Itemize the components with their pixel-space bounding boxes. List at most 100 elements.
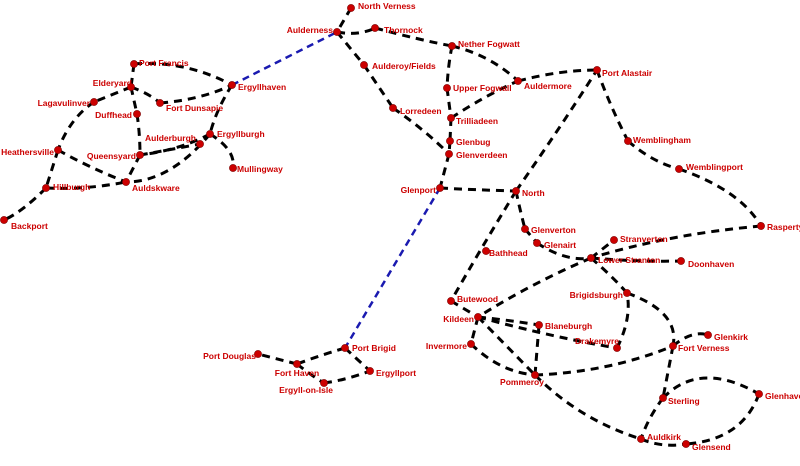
station-marker-pommeroy[interactable]: [531, 371, 539, 379]
station-marker-butewood[interactable]: [447, 297, 455, 305]
rail-line-port-francis-ergyllhaven: [133, 62, 233, 87]
station-marker-port-alastair[interactable]: [593, 66, 601, 74]
station-marker-ergyll-on-isle[interactable]: [320, 379, 328, 387]
station-marker-port-douglas[interactable]: [254, 350, 262, 358]
station-marker-glenport[interactable]: [436, 184, 444, 192]
rail-line-trilliadeen-auldermore: [450, 79, 519, 120]
station-marker-hillburgh[interactable]: [42, 184, 50, 192]
station-label-thornock: Thornock: [384, 25, 423, 35]
station-marker-glenverdeen[interactable]: [445, 150, 453, 158]
station-marker-drakemyre[interactable]: [613, 344, 621, 352]
station-label-blaneburgh: Blaneburgh: [545, 321, 592, 331]
station-label-glenkirk: Glenkirk: [714, 332, 748, 342]
station-marker-duffhead[interactable]: [133, 110, 141, 118]
station-label-nether-fogwatt: Nether Fogwatt: [458, 39, 520, 49]
station-marker-lower-stranton[interactable]: [587, 254, 595, 262]
rail-line-fort-verness-sterling: [661, 345, 675, 399]
rail-line-glenhaven-glensend: [685, 393, 761, 446]
station-marker-auldskware[interactable]: [122, 178, 130, 186]
rail-line-butewood-kildeen: [450, 299, 479, 319]
rail-line-pommeroy-auldkirk: [533, 373, 642, 441]
station-label-port-douglas: Port Douglas: [203, 351, 256, 361]
station-marker-nether-fogwatt[interactable]: [448, 42, 456, 50]
station-marker-port-francis[interactable]: [130, 60, 138, 68]
rail-line-lower-stranton-stranverton: [590, 238, 615, 260]
station-marker-thornock[interactable]: [371, 24, 379, 32]
station-marker-trilliadeen[interactable]: [447, 114, 455, 122]
ferry-line-ergyllhaven-alderness: [231, 30, 338, 87]
station-marker-brigidsburgh[interactable]: [623, 289, 631, 297]
station-label-wemblingport: Wemblingport: [686, 162, 743, 172]
rail-line-north-port-alastair: [514, 69, 599, 192]
station-label-aulderoy-fields: Aulderoy/Fields: [372, 61, 436, 71]
rail-line-elderyard-duffhead: [129, 86, 139, 115]
station-label-mullingway: Mullingway: [237, 164, 283, 174]
station-label-doonhaven: Doonhaven: [688, 259, 734, 269]
station-label-north: North: [522, 188, 545, 198]
station-marker-ergyllhaven[interactable]: [228, 81, 236, 89]
station-marker-elderyard[interactable]: [127, 83, 135, 91]
rail-line-kildeen-invermore: [469, 316, 480, 345]
station-marker-wemblingport[interactable]: [675, 165, 683, 173]
station-marker-lorredeen[interactable]: [389, 104, 397, 112]
station-label-ergyllhaven: Ergyllhaven: [238, 82, 286, 92]
station-marker-raspertyre[interactable]: [757, 222, 765, 230]
station-marker-auldkirk[interactable]: [637, 435, 645, 443]
station-marker-ergyllport[interactable]: [366, 367, 374, 375]
station-marker-north[interactable]: [512, 187, 520, 195]
station-marker-doonhaven[interactable]: [677, 257, 685, 265]
station-label-stranverton: Stranverton: [620, 234, 668, 244]
station-marker-fort-dunsapie[interactable]: [156, 99, 164, 107]
station-label-lagavulinver: Lagavulinver: [38, 98, 91, 108]
station-label-duffhead: Duffhead: [95, 110, 132, 120]
rail-line-wemblingham-wemblingport: [627, 139, 680, 171]
station-marker-wemblingham[interactable]: [624, 137, 632, 145]
station-marker-backport[interactable]: [0, 216, 8, 224]
station-marker-invermore[interactable]: [467, 340, 475, 348]
station-marker-aulderoy-fields[interactable]: [360, 61, 368, 69]
station-marker-upper-fogwall[interactable]: [443, 84, 451, 92]
station-marker-alderness[interactable]: [333, 28, 341, 36]
station-marker-glenbug[interactable]: [446, 137, 454, 145]
rail-line-lower-stranton-kildeen: [477, 256, 592, 319]
rail-line-pommeroy-fort-verness: [534, 344, 674, 377]
station-marker-sterling[interactable]: [659, 394, 667, 402]
rail-line-glenverdeen-glenport: [438, 153, 451, 189]
station-marker-fort-haven[interactable]: [293, 360, 301, 368]
rail-line-alderness-aulderoy-fields: [335, 31, 366, 66]
station-marker-glenverton[interactable]: [521, 225, 529, 233]
station-marker-port-brigid[interactable]: [341, 344, 349, 352]
station-label-lorredeen: Lorredeen: [400, 106, 442, 116]
station-marker-aulderburgh[interactable]: [196, 140, 204, 148]
station-marker-lagavulinver[interactable]: [90, 98, 98, 106]
station-marker-bathhead[interactable]: [482, 247, 490, 255]
rail-line-thornock-nether-fogwatt: [374, 26, 453, 48]
station-marker-heathersville[interactable]: [54, 146, 62, 154]
station-marker-north-verness[interactable]: [347, 4, 355, 12]
station-marker-glenairt[interactable]: [533, 239, 541, 247]
station-marker-queensyard[interactable]: [136, 151, 144, 159]
station-marker-blaneburgh[interactable]: [535, 321, 543, 329]
rail-line-alderness-thornock: [336, 26, 376, 35]
station-label-ergyllport: Ergyllport: [376, 368, 416, 378]
station-label-wemblingham: Wemblingham: [633, 135, 691, 145]
stations-layer: [0, 4, 765, 448]
station-marker-glensend[interactable]: [682, 440, 690, 448]
station-marker-mullingway[interactable]: [229, 164, 237, 172]
station-label-butewood: Butewood: [457, 294, 498, 304]
rail-line-invermore-pommeroy: [469, 342, 536, 377]
rail-line-upper-fogwall-trilliadeen: [445, 87, 453, 119]
station-marker-auldermore[interactable]: [514, 77, 522, 85]
station-marker-kildeen[interactable]: [474, 313, 482, 321]
rail-line-lorredeen-glenverdeen: [392, 106, 451, 156]
station-marker-stranverton[interactable]: [610, 236, 618, 244]
station-label-fort-haven: Fort Haven: [275, 368, 319, 378]
station-marker-glenhaven[interactable]: [755, 390, 763, 398]
station-marker-fort-verness[interactable]: [669, 342, 677, 350]
station-label-port-francis: Port Francis: [139, 58, 189, 68]
station-label-glenairt: Glenairt: [544, 240, 576, 250]
station-marker-ergyllburgh[interactable]: [206, 130, 214, 138]
station-marker-glenkirk[interactable]: [704, 331, 712, 339]
